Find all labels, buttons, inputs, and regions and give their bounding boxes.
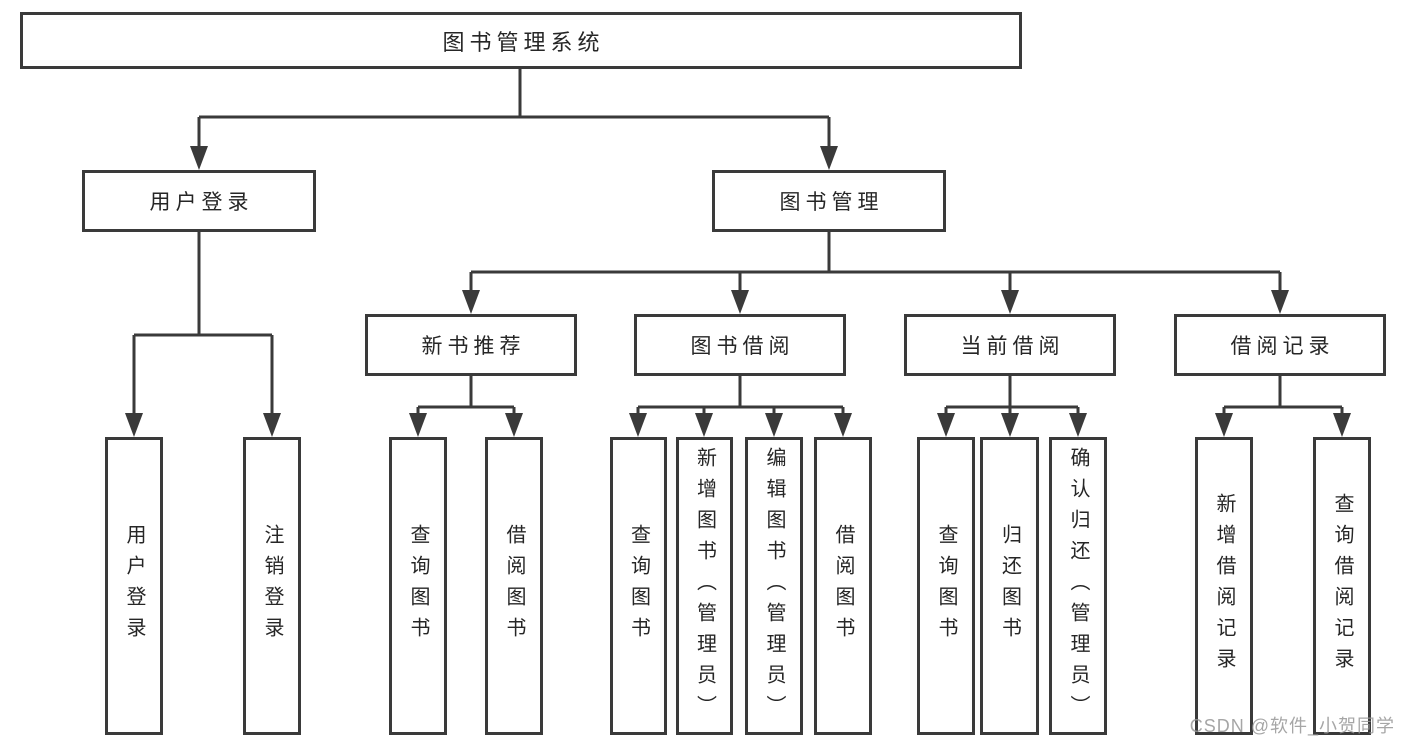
arrowhead xyxy=(263,413,281,437)
leaf-confirm-return-admin: 确认归还（管理员） xyxy=(1049,437,1107,735)
arrowhead xyxy=(409,413,427,437)
node-library-system: 图书管理系统 xyxy=(20,12,1022,69)
arrowheads xyxy=(125,146,1351,437)
arrowhead xyxy=(190,146,208,170)
arrowhead xyxy=(937,413,955,437)
connector-book-management-branch xyxy=(469,232,1282,294)
arrowhead xyxy=(731,290,749,314)
leaf-return-books: 归还图书 xyxy=(980,437,1039,735)
arrowhead xyxy=(1001,290,1019,314)
watermark: CSDN @软件_小贺同学 xyxy=(1189,716,1395,736)
leaf-add-borrow-record: 新增借阅记录 xyxy=(1195,437,1253,735)
arrowhead xyxy=(1001,413,1019,437)
connector-new-books-branch xyxy=(416,376,516,417)
arrowhead xyxy=(505,413,523,437)
connector-records-branch xyxy=(1222,376,1344,417)
arrowhead xyxy=(1271,290,1289,314)
leaf-borrow-books: 借阅图书 xyxy=(814,437,872,735)
arrowhead xyxy=(765,413,783,437)
leaf-borrow-books-recommend: 借阅图书 xyxy=(485,437,543,735)
connector-user-login-branch xyxy=(132,232,274,417)
arrowhead xyxy=(1333,413,1351,437)
arrowhead xyxy=(462,290,480,314)
node-new-book-recommend: 新书推荐 xyxy=(365,314,577,376)
leaf-edit-books-admin: 编辑图书（管理员） xyxy=(745,437,803,735)
leaf-user-login: 用户登录 xyxy=(105,437,163,735)
connector-borrowing-branch xyxy=(636,376,845,417)
arrowhead xyxy=(820,146,838,170)
arrowhead xyxy=(629,413,647,437)
arrowhead xyxy=(125,413,143,437)
connector-root-branch xyxy=(197,68,831,150)
connector-current-branch xyxy=(944,376,1080,417)
leaf-logout: 注销登录 xyxy=(243,437,301,735)
arrowhead xyxy=(834,413,852,437)
arrowhead xyxy=(1069,413,1087,437)
node-book-borrowing: 图书借阅 xyxy=(634,314,846,376)
leaf-add-books-admin: 新增图书（管理员） xyxy=(676,437,733,735)
arrowhead xyxy=(695,413,713,437)
node-book-management: 图书管理 xyxy=(712,170,946,232)
node-current-borrowing: 当前借阅 xyxy=(904,314,1116,376)
node-user-login: 用户登录 xyxy=(82,170,316,232)
leaf-query-books-current: 查询图书 xyxy=(917,437,975,735)
arrowhead xyxy=(1215,413,1233,437)
leaf-query-borrow-record: 查询借阅记录 xyxy=(1313,437,1371,735)
node-borrowing-records: 借阅记录 xyxy=(1174,314,1386,376)
leaf-query-books-recommend: 查询图书 xyxy=(389,437,447,735)
leaf-query-books-borrowing: 查询图书 xyxy=(610,437,667,735)
